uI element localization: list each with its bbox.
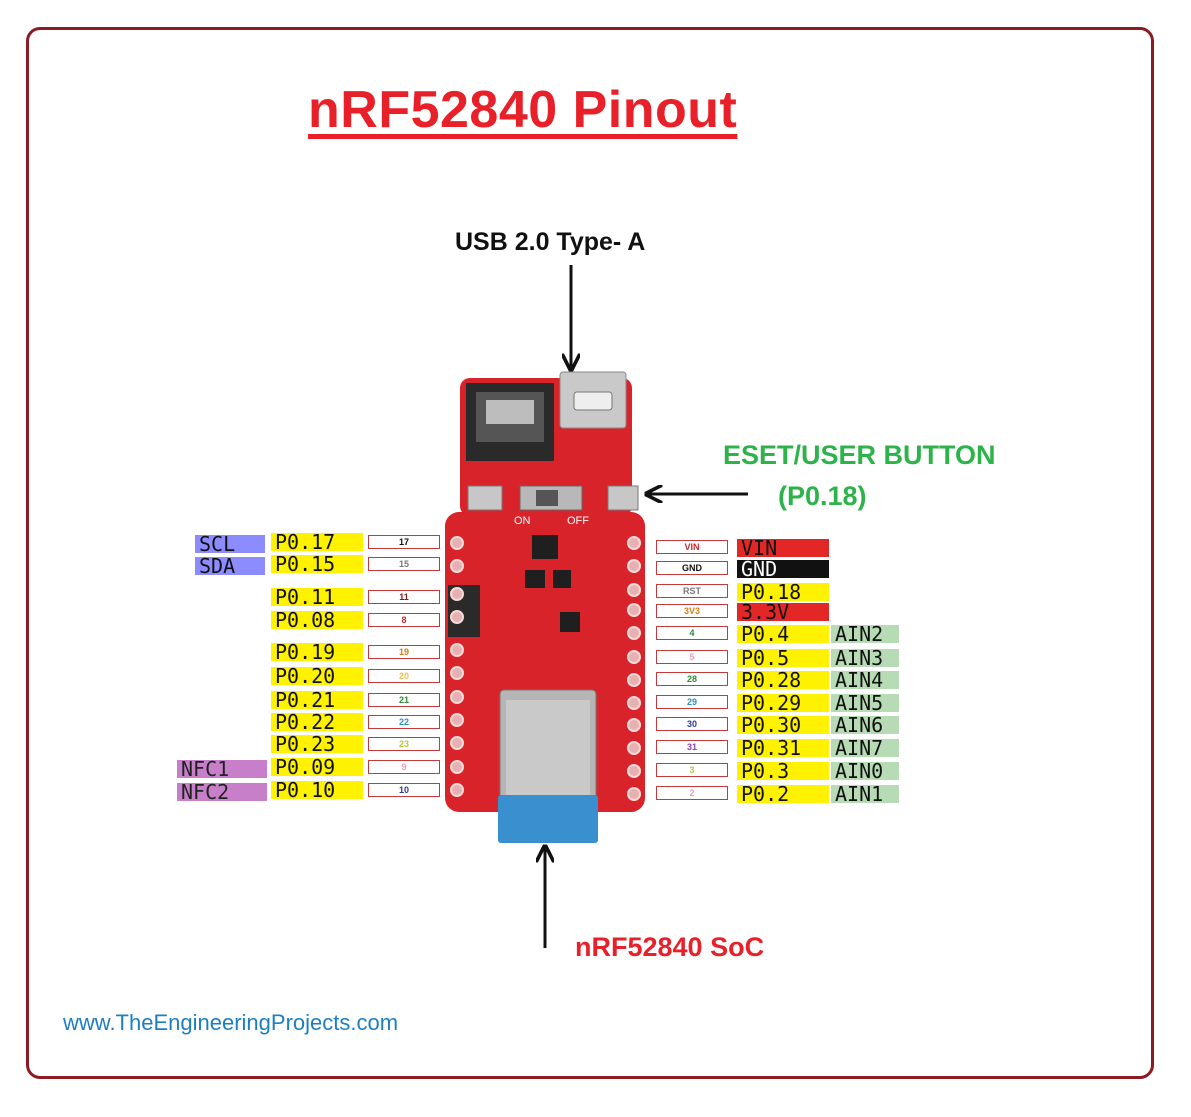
soc-label: nRF52840 SoC bbox=[575, 932, 765, 962]
left-alt-function: NFC1 bbox=[177, 759, 267, 779]
left-pin-number: 23 bbox=[368, 737, 440, 751]
right-pin-number: VIN bbox=[656, 540, 728, 554]
right-pin-label: P0.5 bbox=[737, 648, 829, 668]
usb-label: USB 2.0 Type- A bbox=[455, 228, 646, 256]
right-pin-label: P0.30 bbox=[737, 715, 829, 735]
analog-input-label: AIN6 bbox=[831, 715, 899, 735]
left-pin-label: P0.08 bbox=[271, 610, 363, 630]
left-pin-label: P0.20 bbox=[271, 666, 363, 686]
left-pin-number: 8 bbox=[368, 613, 440, 627]
outer-frame bbox=[26, 27, 1154, 1079]
reset-button-label: ESET/USER BUTTON bbox=[723, 440, 996, 470]
left-alt-function: SCL bbox=[195, 534, 265, 554]
left-alt-function: SDA bbox=[195, 556, 265, 576]
right-pin-number: 3V3 bbox=[656, 604, 728, 618]
right-pin-label: P0.2 bbox=[737, 784, 829, 804]
right-pin-label: VIN bbox=[737, 538, 829, 558]
right-pin-number: 30 bbox=[656, 717, 728, 731]
right-pin-number: RST bbox=[656, 584, 728, 598]
left-pin-label: P0.19 bbox=[271, 642, 363, 662]
pro-nrf52840-board: ON OFF bbox=[445, 371, 645, 843]
right-pin-label: P0.4 bbox=[737, 624, 829, 644]
right-pin-number: 5 bbox=[656, 650, 728, 664]
left-pin-number: 10 bbox=[368, 783, 440, 797]
left-pin-number: 19 bbox=[368, 645, 440, 659]
right-pin-number: 4 bbox=[656, 626, 728, 640]
right-pin-number: 29 bbox=[656, 695, 728, 709]
right-pin-label: P0.29 bbox=[737, 693, 829, 713]
left-pin-number: 20 bbox=[368, 669, 440, 683]
left-pin-number: 9 bbox=[368, 760, 440, 774]
left-pin-label: P0.22 bbox=[271, 712, 363, 732]
reset-button-pin-label: (P0.18) bbox=[778, 481, 867, 511]
analog-input-label: AIN2 bbox=[831, 624, 899, 644]
right-pin-label: P0.18 bbox=[737, 582, 829, 602]
website-link[interactable]: www.TheEngineeringProjects.com bbox=[63, 1010, 399, 1035]
left-pin-number: 15 bbox=[368, 557, 440, 571]
right-pin-label: GND bbox=[737, 559, 829, 579]
analog-input-label: AIN5 bbox=[831, 693, 899, 713]
page-title: nRF52840 Pinout bbox=[308, 81, 738, 139]
left-pin-label: P0.10 bbox=[271, 780, 363, 800]
right-pin-label: P0.3 bbox=[737, 761, 829, 781]
right-pin-number: 31 bbox=[656, 740, 728, 754]
left-pin-label: P0.15 bbox=[271, 554, 363, 574]
analog-input-label: AIN4 bbox=[831, 670, 899, 690]
left-alt-function: NFC2 bbox=[177, 782, 267, 802]
right-pin-number: 28 bbox=[656, 672, 728, 686]
left-pin-label: P0.17 bbox=[271, 532, 363, 552]
left-pin-label: P0.09 bbox=[271, 757, 363, 777]
on-label: ON bbox=[514, 515, 531, 527]
analog-input-label: AIN0 bbox=[831, 761, 899, 781]
right-pin-label: P0.28 bbox=[737, 670, 829, 690]
analog-input-label: AIN3 bbox=[831, 648, 899, 668]
analog-input-label: AIN1 bbox=[831, 784, 899, 804]
left-pin-number: 22 bbox=[368, 715, 440, 729]
left-pin-label: P0.11 bbox=[271, 587, 363, 607]
analog-input-label: AIN7 bbox=[831, 738, 899, 758]
off-label: OFF bbox=[567, 515, 589, 527]
left-pin-number: 11 bbox=[368, 590, 440, 604]
left-pin-number: 17 bbox=[368, 535, 440, 549]
right-pin-number: 2 bbox=[656, 786, 728, 800]
right-pin-label: P0.31 bbox=[737, 738, 829, 758]
left-pin-label: P0.21 bbox=[271, 690, 363, 710]
right-pin-label: 3.3V bbox=[737, 602, 829, 622]
left-pin-number: 21 bbox=[368, 693, 440, 707]
right-pin-number: GND bbox=[656, 561, 728, 575]
left-pin-label: P0.23 bbox=[271, 734, 363, 754]
right-pin-number: 3 bbox=[656, 763, 728, 777]
